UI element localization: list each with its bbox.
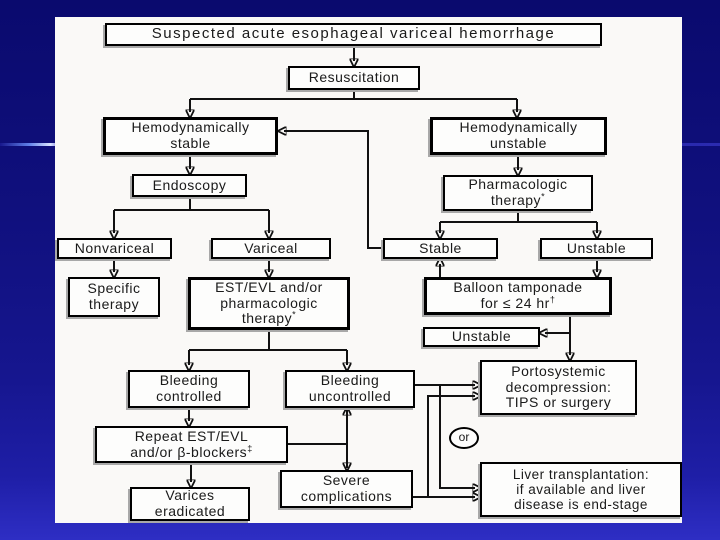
node-stable-label: Stable bbox=[419, 239, 462, 256]
node-varices-eradicated-label: Varices eradicated bbox=[154, 487, 226, 519]
node-unstable-after-tamponade: Unstable bbox=[423, 327, 540, 347]
footnote-marker: * bbox=[541, 191, 546, 202]
node-unstable-after-tamponade-label: Unstable bbox=[451, 328, 512, 345]
node-endoscopy: Endoscopy bbox=[132, 174, 247, 197]
node-variceal-label: Variceal bbox=[244, 239, 298, 256]
node-varices-eradicated: Varices eradicated bbox=[130, 487, 250, 521]
node-suspected-hemorrhage: Suspected acute esophageal variceal hemo… bbox=[105, 23, 602, 46]
node-resuscitation: Resuscitation bbox=[288, 66, 420, 90]
node-resuscitation-label: Resuscitation bbox=[308, 69, 400, 86]
node-balloon-tamponade: Balloon tamponade for ≤ 24 hr† bbox=[424, 277, 612, 315]
node-bleeding-uncontrolled: Bleeding uncontrolled bbox=[285, 370, 415, 408]
node-balloon-tamponade-label: Balloon tamponade for ≤ 24 hr† bbox=[453, 279, 583, 311]
node-nonvariceal: Nonvariceal bbox=[57, 238, 172, 259]
node-unstable-label: Unstable bbox=[566, 239, 627, 256]
node-pharmacologic-therapy-label: Pharmacologic therapy* bbox=[468, 176, 568, 208]
node-liver-transplantation-label: Liver transplantation: if available and … bbox=[512, 466, 650, 513]
node-severe-complications: Severe complications bbox=[280, 470, 413, 508]
node-suspected-label: Suspected acute esophageal variceal hemo… bbox=[151, 25, 556, 43]
node-specific-therapy-label: Specific therapy bbox=[87, 280, 141, 312]
node-liver-transplantation: Liver transplantation: if available and … bbox=[480, 462, 682, 517]
or-connector: or bbox=[449, 427, 479, 449]
node-endoscopy-label: Endoscopy bbox=[152, 176, 227, 193]
node-specific-therapy: Specific therapy bbox=[68, 277, 160, 317]
or-connector-label: or bbox=[458, 430, 470, 445]
node-est-evl-therapy: EST/EVL and/or pharmacologic therapy* bbox=[188, 277, 350, 330]
node-portosystemic-decompression-label: Portosystemic decompression: TIPS or sur… bbox=[505, 362, 612, 411]
node-variceal: Variceal bbox=[211, 238, 331, 259]
node-pharmacologic-therapy: Pharmacologic therapy* bbox=[443, 175, 593, 211]
node-nonvariceal-label: Nonvariceal bbox=[74, 239, 155, 256]
footnote-marker: † bbox=[549, 294, 556, 305]
node-bleeding-controlled-label: Bleeding controlled bbox=[156, 372, 222, 404]
node-hemodynamically-unstable-label: Hemodynamically unstable bbox=[459, 119, 578, 151]
node-hemodynamically-unstable: Hemodynamically unstable bbox=[430, 117, 607, 155]
node-portosystemic-decompression: Portosystemic decompression: TIPS or sur… bbox=[480, 360, 637, 415]
node-unstable: Unstable bbox=[540, 238, 653, 259]
node-hemodynamically-stable-label: Hemodynamically stable bbox=[131, 119, 250, 151]
node-severe-complications-label: Severe complications bbox=[300, 472, 393, 504]
node-stable: Stable bbox=[383, 238, 498, 259]
node-bleeding-controlled: Bleeding controlled bbox=[128, 370, 250, 408]
node-repeat-est-evl-label: Repeat EST/EVL and/or β-blockers‡ bbox=[130, 427, 253, 460]
node-bleeding-uncontrolled-label: Bleeding uncontrolled bbox=[308, 372, 392, 404]
node-est-evl-therapy-label: EST/EVL and/or pharmacologic therapy* bbox=[215, 279, 323, 327]
node-repeat-est-evl: Repeat EST/EVL and/or β-blockers‡ bbox=[95, 426, 288, 463]
footnote-marker: * bbox=[292, 309, 297, 320]
node-hemodynamically-stable: Hemodynamically stable bbox=[103, 117, 278, 155]
footnote-marker: ‡ bbox=[247, 442, 253, 453]
